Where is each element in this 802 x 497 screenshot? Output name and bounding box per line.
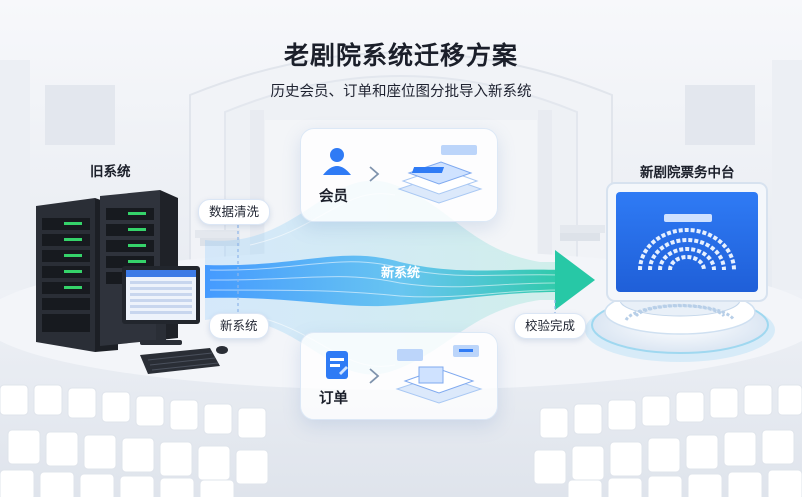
order-data-stack-icon bbox=[395, 345, 483, 404]
order-module-label: 订单 bbox=[319, 391, 348, 407]
new-system-tag: 新系统 bbox=[209, 313, 269, 339]
data-clean-tag: 数据清洗 bbox=[198, 199, 271, 225]
order-module-card: 订单 bbox=[300, 332, 498, 420]
chevron-right-icon bbox=[369, 166, 380, 182]
page-subtitle: 历史会员、订单和座位图分批导入新系统 bbox=[270, 84, 532, 100]
monitor-icon bbox=[122, 266, 200, 345]
verify-done-tag: 校验完成 bbox=[514, 313, 587, 339]
member-icon bbox=[323, 148, 351, 175]
member-module-label: 会员 bbox=[319, 189, 348, 205]
chevron-right-icon bbox=[369, 368, 380, 384]
order-icon bbox=[326, 351, 348, 379]
keyboard-icon bbox=[140, 346, 228, 374]
flow-arrowhead bbox=[555, 250, 595, 310]
new-platform-label: 新剧院票务中台 bbox=[640, 165, 735, 181]
member-data-stack-icon bbox=[397, 145, 483, 204]
mouse-icon bbox=[216, 346, 228, 354]
member-module-card: 会员 bbox=[300, 128, 498, 222]
page-title: 老剧院系统迁移方案 bbox=[283, 41, 518, 70]
ticketing-screen-icon bbox=[606, 182, 768, 321]
old-system-label: 旧系统 bbox=[90, 164, 131, 180]
flow-center-label: 新系统 bbox=[381, 266, 421, 281]
